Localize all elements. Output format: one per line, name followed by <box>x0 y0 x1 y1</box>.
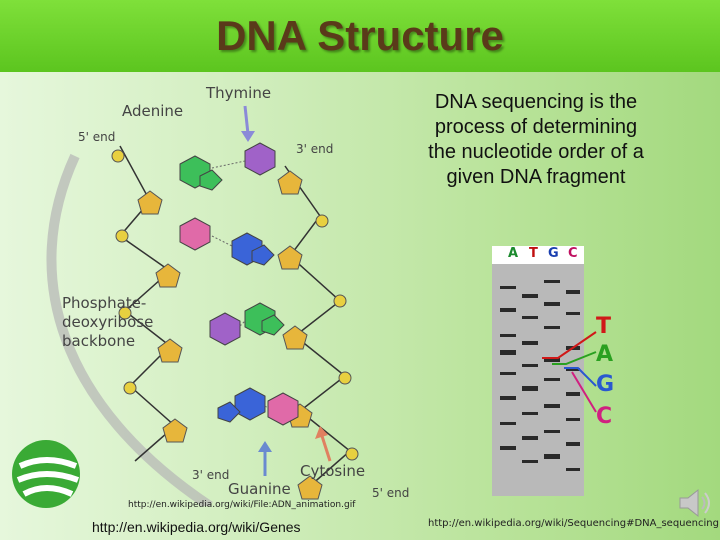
sequencing-gel-image: A T G C T A G C <box>492 246 618 496</box>
dna-diagram-svg <box>46 105 359 511</box>
sequencing-description: DNA sequencing is the process of determi… <box>428 91 644 188</box>
animation-source-link[interactable]: http://en.wikipedia.org/wiki/File:ADN_an… <box>128 500 356 510</box>
guanine-label: Guanine <box>228 480 291 498</box>
logo-graphic <box>6 432 86 512</box>
read-base-t: T <box>596 314 612 339</box>
gel-header-bg <box>492 246 584 264</box>
dna-structure-figure: Adenine Thymine 5' end 3' end Phosphate-… <box>0 76 420 511</box>
title-bar: DNA Structure <box>0 0 720 72</box>
swoosh-decoration <box>46 153 213 511</box>
cytosine-arrowhead <box>315 426 328 439</box>
page-title: DNA Structure <box>216 12 504 59</box>
read-base-c: C <box>596 404 613 429</box>
logo-svg <box>12 440 80 508</box>
read-base-a: A <box>596 342 614 367</box>
thymine-label: Thymine <box>206 84 272 102</box>
five-end-top-label: 5' end <box>78 130 116 144</box>
band-pointer-lines <box>542 331 597 413</box>
lane-a-label: A <box>508 246 519 261</box>
gel-body <box>492 264 584 496</box>
lane-t-label: T <box>529 246 538 261</box>
phosphates <box>111 149 359 461</box>
backbone-label: Phosphate- deoxyribose backbone <box>62 294 154 350</box>
left-sugars <box>137 190 188 443</box>
speaker-svg <box>679 488 710 518</box>
cytosine-label: Cytosine <box>300 462 366 480</box>
guanine-arrowhead <box>258 441 272 452</box>
five-end-bottom-label: 5' end <box>372 486 410 500</box>
right-sugars <box>277 170 323 500</box>
hydrogen-bonds <box>211 160 269 409</box>
adenine-label: Adenine <box>122 102 184 120</box>
genes-source-link[interactable]: http://en.wikipedia.org/wiki/Genes <box>92 519 301 535</box>
speaker-icon[interactable] <box>676 486 714 520</box>
base-pairs <box>179 142 299 426</box>
read-base-g: G <box>596 372 615 397</box>
three-end-top-label: 3' end <box>296 142 334 156</box>
sequencing-source-link[interactable]: http://en.wikipedia.org/wiki/Sequencing#… <box>428 518 719 529</box>
thymine-arrow <box>243 105 250 135</box>
lane-c-label: C <box>568 246 578 261</box>
thymine-arrowhead <box>241 131 255 142</box>
three-end-bottom-label: 3' end <box>192 468 230 482</box>
gel-svg <box>492 246 597 496</box>
lane-g-label: G <box>548 246 559 261</box>
cytosine-arrow <box>320 435 332 462</box>
